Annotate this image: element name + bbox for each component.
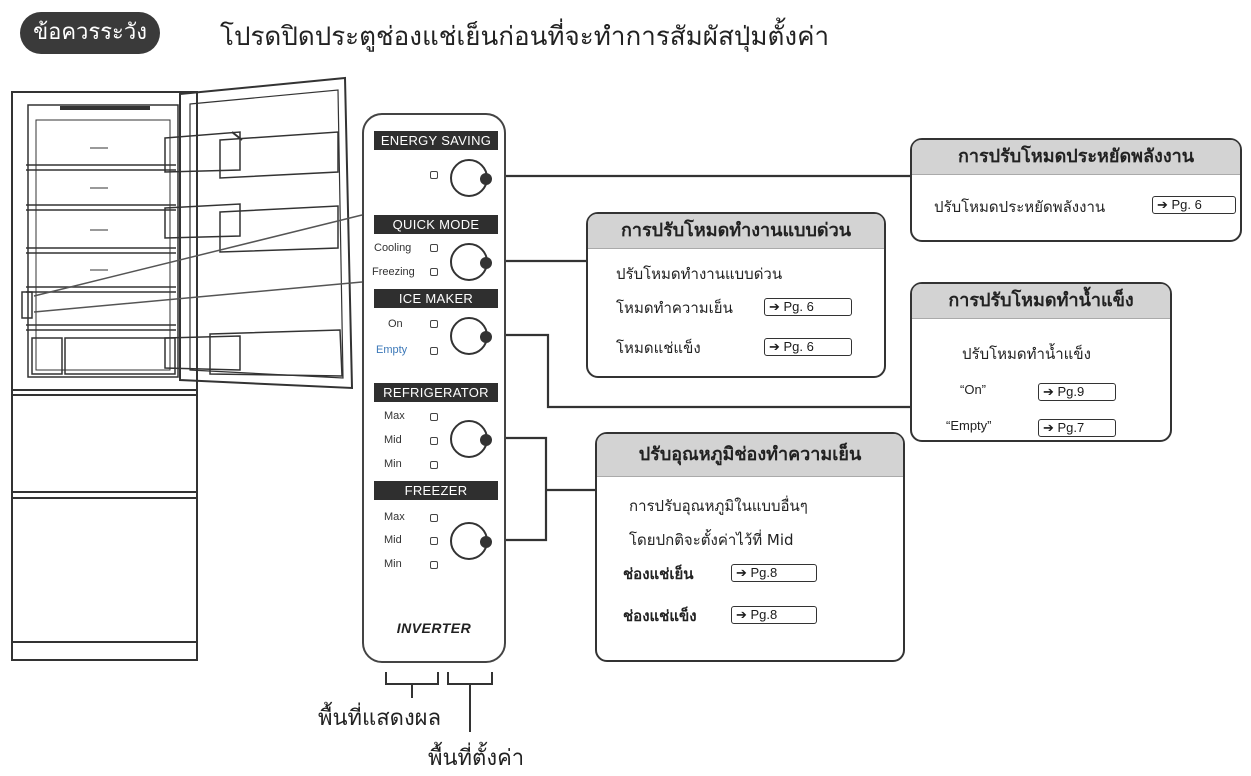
freezing-label: Freezing	[372, 266, 415, 278]
refrigerator-mid-label: Mid	[384, 434, 402, 446]
area-brackets	[385, 672, 493, 732]
caution-badge: ข้อควรระวัง	[20, 12, 160, 54]
ice-maker-box: การปรับโหมดทำน้ำแข็ง ปรับโหมดทำน้ำแข็ง “…	[910, 282, 1172, 442]
zoom-wedge	[33, 214, 363, 313]
empty-label: Empty	[376, 344, 408, 356]
arrow-right-icon: ➔	[769, 299, 784, 314]
cooling-label: Cooling	[374, 242, 412, 254]
display-area-label: พื้นที่แสดงผล	[318, 706, 442, 731]
refrigerator-compartment-line: ช่องแช่เย็น	[623, 565, 694, 583]
freezer-mid-label: Mid	[384, 534, 402, 546]
on-led	[430, 320, 438, 328]
connector-lines	[500, 174, 910, 542]
arrow-right-icon: ➔	[1043, 384, 1058, 399]
arrow-right-icon: ➔	[1157, 197, 1172, 212]
refrigerator-min-label: Min	[384, 458, 402, 470]
setting-area-label: พื้นที่ตั้งค่า	[428, 746, 525, 771]
ice-on-line: “On”	[960, 382, 986, 397]
ice-on-page-ref: ➔ Pg.9	[1038, 383, 1116, 401]
ice-maker-line: ปรับโหมดทำน้ำแข็ง	[962, 345, 1091, 363]
temperature-box-title: ปรับอุณหภูมิช่องทำความเย็น	[597, 434, 903, 477]
freezer-button[interactable]	[450, 522, 492, 560]
freezer-page-ref: ➔ Pg.8	[731, 606, 817, 624]
refrigerator-mid-led	[430, 437, 438, 445]
refrigerator-max-label: Max	[384, 410, 405, 422]
freezing-led	[430, 268, 438, 276]
fridge-door	[164, 76, 354, 390]
ice-empty-line: “Empty”	[946, 418, 992, 433]
refrigerator-page-ref: ➔ Pg.8	[731, 564, 817, 582]
inverter-logo: INVERTER	[396, 620, 472, 636]
quick-mode-line: ปรับโหมดทำงานแบบด่วน	[616, 265, 783, 283]
temperature-line: การปรับอุณหภูมิในแบบอื่นๆ	[629, 497, 808, 515]
default-mid-line: โดยปกติจะตั้งค่าไว้ที่ Mid	[629, 531, 794, 549]
refrigerator-max-led	[430, 413, 438, 421]
freezer-header: FREEZER	[374, 481, 498, 500]
energy-saving-header: ENERGY SAVING	[374, 131, 498, 150]
energy-saving-led	[430, 171, 438, 179]
empty-led	[430, 347, 438, 355]
ice-empty-page-ref: ➔ Pg.7	[1038, 419, 1116, 437]
cooling-page-ref: ➔ Pg. 6	[764, 298, 852, 316]
freezer-max-led	[430, 514, 438, 522]
arrow-right-icon: ➔	[736, 607, 751, 622]
energy-saving-box-title: การปรับโหมดประหยัดพลังงาน	[912, 140, 1240, 175]
arrow-right-icon: ➔	[769, 339, 784, 354]
on-label: On	[388, 318, 403, 330]
ice-maker-header: ICE MAKER	[374, 289, 498, 308]
arrow-right-icon: ➔	[736, 565, 751, 580]
freezing-mode-line: โหมดแช่แข็ง	[616, 339, 701, 357]
temperature-box: ปรับอุณหภูมิช่องทำความเย็น การปรับอุณหภู…	[595, 432, 905, 662]
energy-saving-box: การปรับโหมดประหยัดพลังงาน ปรับโหมดประหยั…	[910, 138, 1242, 242]
freezer-min-led	[430, 561, 438, 569]
energy-saving-page-ref: ➔ Pg. 6	[1152, 196, 1236, 214]
refrigerator-button[interactable]	[450, 420, 492, 458]
freezer-max-label: Max	[384, 511, 405, 523]
freezing-page-ref: ➔ Pg. 6	[764, 338, 852, 356]
ice-maker-button[interactable]	[450, 317, 492, 355]
control-panel: ENERGY SAVING QUICK MODE Cooling Freezin…	[362, 113, 506, 663]
energy-saving-line: ปรับโหมดประหยัดพลังงาน	[934, 198, 1106, 216]
quick-mode-box-title: การปรับโหมดทำงานแบบด่วน	[588, 214, 884, 249]
energy-saving-button[interactable]	[450, 159, 492, 197]
caution-text: โปรดปิดประตูช่องแช่เย็นก่อนที่จะทำการสัม…	[220, 22, 830, 52]
ice-maker-box-title: การปรับโหมดทำน้ำแข็ง	[912, 284, 1170, 319]
cooling-led	[430, 244, 438, 252]
cooling-mode-line: โหมดทำความเย็น	[616, 299, 733, 317]
refrigerator-header: REFRIGERATOR	[374, 383, 498, 402]
freezer-mid-led	[430, 537, 438, 545]
freezer-min-label: Min	[384, 558, 402, 570]
quick-mode-button[interactable]	[450, 243, 492, 281]
quick-mode-box: การปรับโหมดทำงานแบบด่วน ปรับโหมดทำงานแบบ…	[586, 212, 886, 378]
refrigerator-min-led	[430, 461, 438, 469]
arrow-right-icon: ➔	[1043, 420, 1058, 435]
quick-mode-header: QUICK MODE	[374, 215, 498, 234]
fridge-body	[11, 91, 198, 661]
freezer-compartment-line: ช่องแช่แข็ง	[623, 607, 697, 625]
